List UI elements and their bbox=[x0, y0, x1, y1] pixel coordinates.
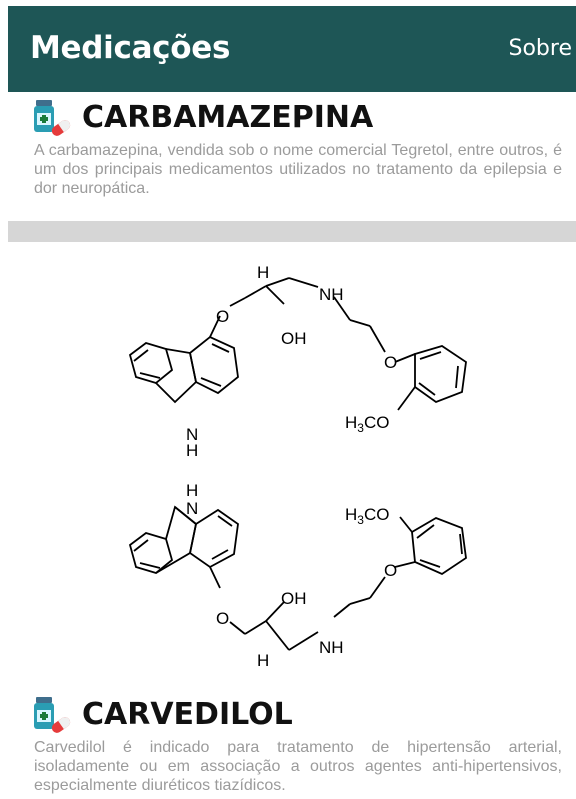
atom-label: H3CO bbox=[345, 505, 389, 527]
app-title: Medicações bbox=[30, 30, 231, 66]
medication-card-carbamazepina[interactable]: CARBAMAZEPINA A carbamazepina, vendida s… bbox=[8, 96, 576, 221]
section-divider bbox=[8, 221, 576, 242]
atom-label: H bbox=[257, 651, 269, 670]
atom-label: OH bbox=[281, 589, 307, 608]
medication-name: CARVEDILOL bbox=[82, 697, 293, 732]
atom-label: O bbox=[384, 561, 397, 580]
medication-card-carvedilol-text[interactable]: CARVEDILOL Carvedilol é indicado para tr… bbox=[8, 695, 576, 799]
atom-label: H3CO bbox=[345, 413, 389, 435]
atom-label: N bbox=[186, 499, 198, 518]
medicine-bottle-pill-icon bbox=[34, 697, 71, 733]
about-menu-button[interactable]: Sobre bbox=[508, 36, 573, 61]
atom-label: O bbox=[216, 609, 229, 628]
app-bar: Medicações Sobre bbox=[8, 6, 576, 92]
atom-label: H bbox=[257, 263, 269, 282]
medication-description: Carvedilol é indicado para tratamento de… bbox=[34, 739, 562, 794]
atom-label: N bbox=[186, 425, 198, 444]
atom-label: OH bbox=[281, 329, 307, 348]
medication-name: CARBAMAZEPINA bbox=[82, 100, 374, 135]
carvedilol-structure-image: H O OH NH O N H H3CO H N O OH H NH O H3C… bbox=[128, 263, 467, 670]
atom-label: O bbox=[384, 353, 397, 372]
atom-label: NH bbox=[319, 638, 344, 657]
medicine-bottle-pill-icon bbox=[34, 100, 71, 136]
medication-description: A carbamazepina, vendida sob o nome come… bbox=[34, 142, 562, 197]
atom-label: O bbox=[216, 307, 229, 326]
atom-label: H bbox=[186, 481, 198, 500]
atom-label: NH bbox=[319, 285, 344, 304]
atom-label: H bbox=[186, 441, 198, 460]
